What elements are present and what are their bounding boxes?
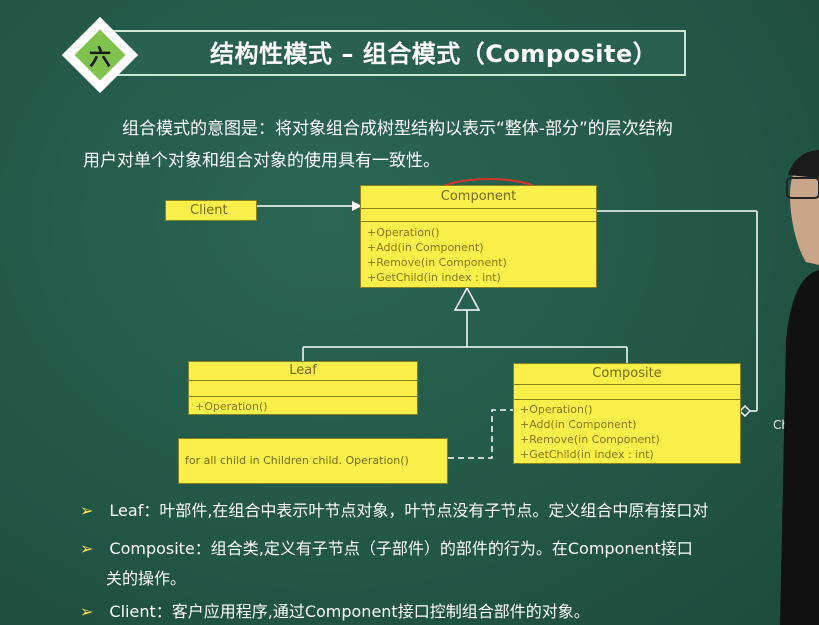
intro-line-2: 用户对单个对象和组合对象的使用具有一致性。 <box>83 151 440 171</box>
note-box: for all child in Children child. Operati… <box>178 438 448 484</box>
bullet-client: ➢ Client：客户应用程序,通过Component接口控制组合部件的对象。 <box>80 598 590 622</box>
component-class-box: Component +Operation() +Add(in Component… <box>360 185 597 288</box>
leaf-op: +Operation() <box>195 400 268 413</box>
title-bar <box>88 30 686 76</box>
component-op: +GetChild(in index : int) <box>367 271 501 284</box>
composite-op: +Operation() <box>520 403 593 416</box>
composite-op: +Remove(in Component) <box>520 433 660 446</box>
leaf-class-name: Leaf <box>289 363 317 378</box>
bullet-client-text: Client：客户应用程序,通过Component接口控制组合部件的对象。 <box>109 602 590 621</box>
section-number: 六 <box>88 46 111 71</box>
composite-class-name: Composite <box>592 366 662 381</box>
bullet-arrow-icon: ➢ <box>80 539 94 558</box>
bullet-arrow-icon: ➢ <box>80 602 94 621</box>
component-op: +Remove(in Component) <box>367 256 507 269</box>
composite-op: +Add(in Component) <box>520 418 637 431</box>
component-operations: +Operation() +Add(in Component) +Remove(… <box>361 221 596 285</box>
bullet-composite-cont: 关的操作。 <box>106 569 187 588</box>
note-dashed-line <box>448 409 515 459</box>
component-class-name: Component <box>440 189 517 204</box>
client-class-box: Client <box>165 200 257 221</box>
composite-class-box: Composite +Operation() +Add(in Component… <box>513 363 741 464</box>
bullet-arrow-icon: ➢ <box>80 501 94 520</box>
bullet-composite: ➢ Composite：组合类,定义有子节点（子部件）的部件的行为。在Compon… <box>80 535 693 559</box>
aggregation-diamond <box>738 404 752 418</box>
bullet-composite-text: Composite：组合类,定义有子节点（子部件）的部件的行为。在Compone… <box>109 539 693 558</box>
bullet-leaf-text: Leaf：叶部件,在组合中表示叶节点对象，叶节点没有子节点。定义组合中原有接口对 <box>109 501 709 520</box>
association-arrowhead <box>352 201 362 211</box>
slide-title: 结构性模式 – 组合模式（Composite） <box>210 40 658 68</box>
component-op: +Add(in Component) <box>367 241 484 254</box>
intro-line-1: 组合模式的意图是：将对象组合成树型结构以表示“整体-部分”的层次结构 <box>122 119 673 139</box>
component-op: +Operation() <box>367 226 440 239</box>
bullet-leaf: ➢ Leaf：叶部件,在组合中表示叶节点对象，叶节点没有子节点。定义组合中原有接口… <box>80 497 708 521</box>
leaf-class-box: Leaf +Operation() <box>188 361 418 415</box>
composite-op: +GetChild(in index : int) <box>520 448 654 461</box>
